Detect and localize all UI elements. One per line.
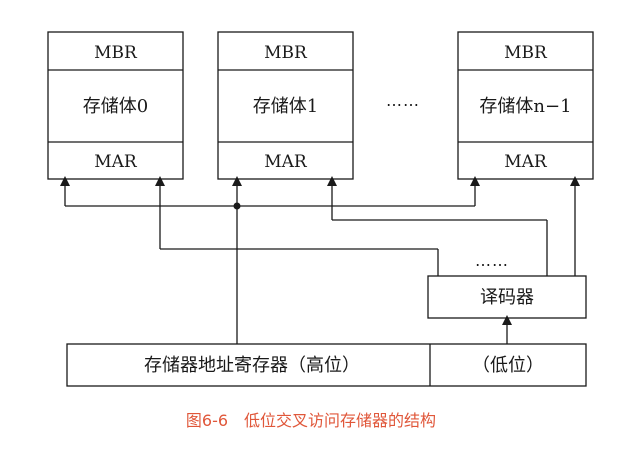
memory-bank-1: MBR 存储体1 MAR	[217, 31, 354, 180]
decoder: 译码器	[427, 275, 587, 319]
address-register-high-label: 存储器地址寄存器（高位）	[144, 355, 360, 376]
memory-address-register: 存储器地址寄存器（高位） （低位）	[66, 343, 587, 387]
memory-bank-n-1: MBR 存储体n−1 MAR	[457, 31, 594, 180]
bank-n-1-mbr-label: MBR	[504, 43, 548, 63]
decoder-select-lines	[155, 176, 580, 276]
address-register-low-label: （低位）	[472, 355, 544, 376]
bank-0-mar-label: MAR	[94, 152, 138, 172]
decoder-box	[427, 275, 587, 319]
select-lines-ellipsis: ……	[475, 251, 509, 270]
bank-1-mbr-label: MBR	[264, 43, 308, 63]
figure-caption: 图6-6 低位交叉访问存储器的结构	[186, 411, 436, 430]
bank-n-1-name: 存储体n−1	[479, 96, 571, 117]
decoder-label: 译码器	[480, 287, 534, 308]
high-address-bus	[60, 176, 480, 344]
bus-junction-dot	[233, 202, 241, 210]
bank-n-1-mar-label: MAR	[504, 152, 548, 172]
bank-1-name: 存储体1	[253, 96, 318, 117]
bank-0-name: 存储体0	[83, 96, 148, 117]
bank-0-frame	[47, 31, 184, 180]
bank-1-frame	[217, 31, 354, 180]
bank-1-mar-label: MAR	[264, 152, 308, 172]
bank-0-mbr-label: MBR	[94, 43, 138, 63]
banks-ellipsis: ……	[386, 91, 420, 110]
memory-bank-0: MBR 存储体0 MAR	[47, 31, 184, 180]
bank-n-1-frame	[457, 31, 594, 180]
address-register-box	[66, 343, 587, 387]
